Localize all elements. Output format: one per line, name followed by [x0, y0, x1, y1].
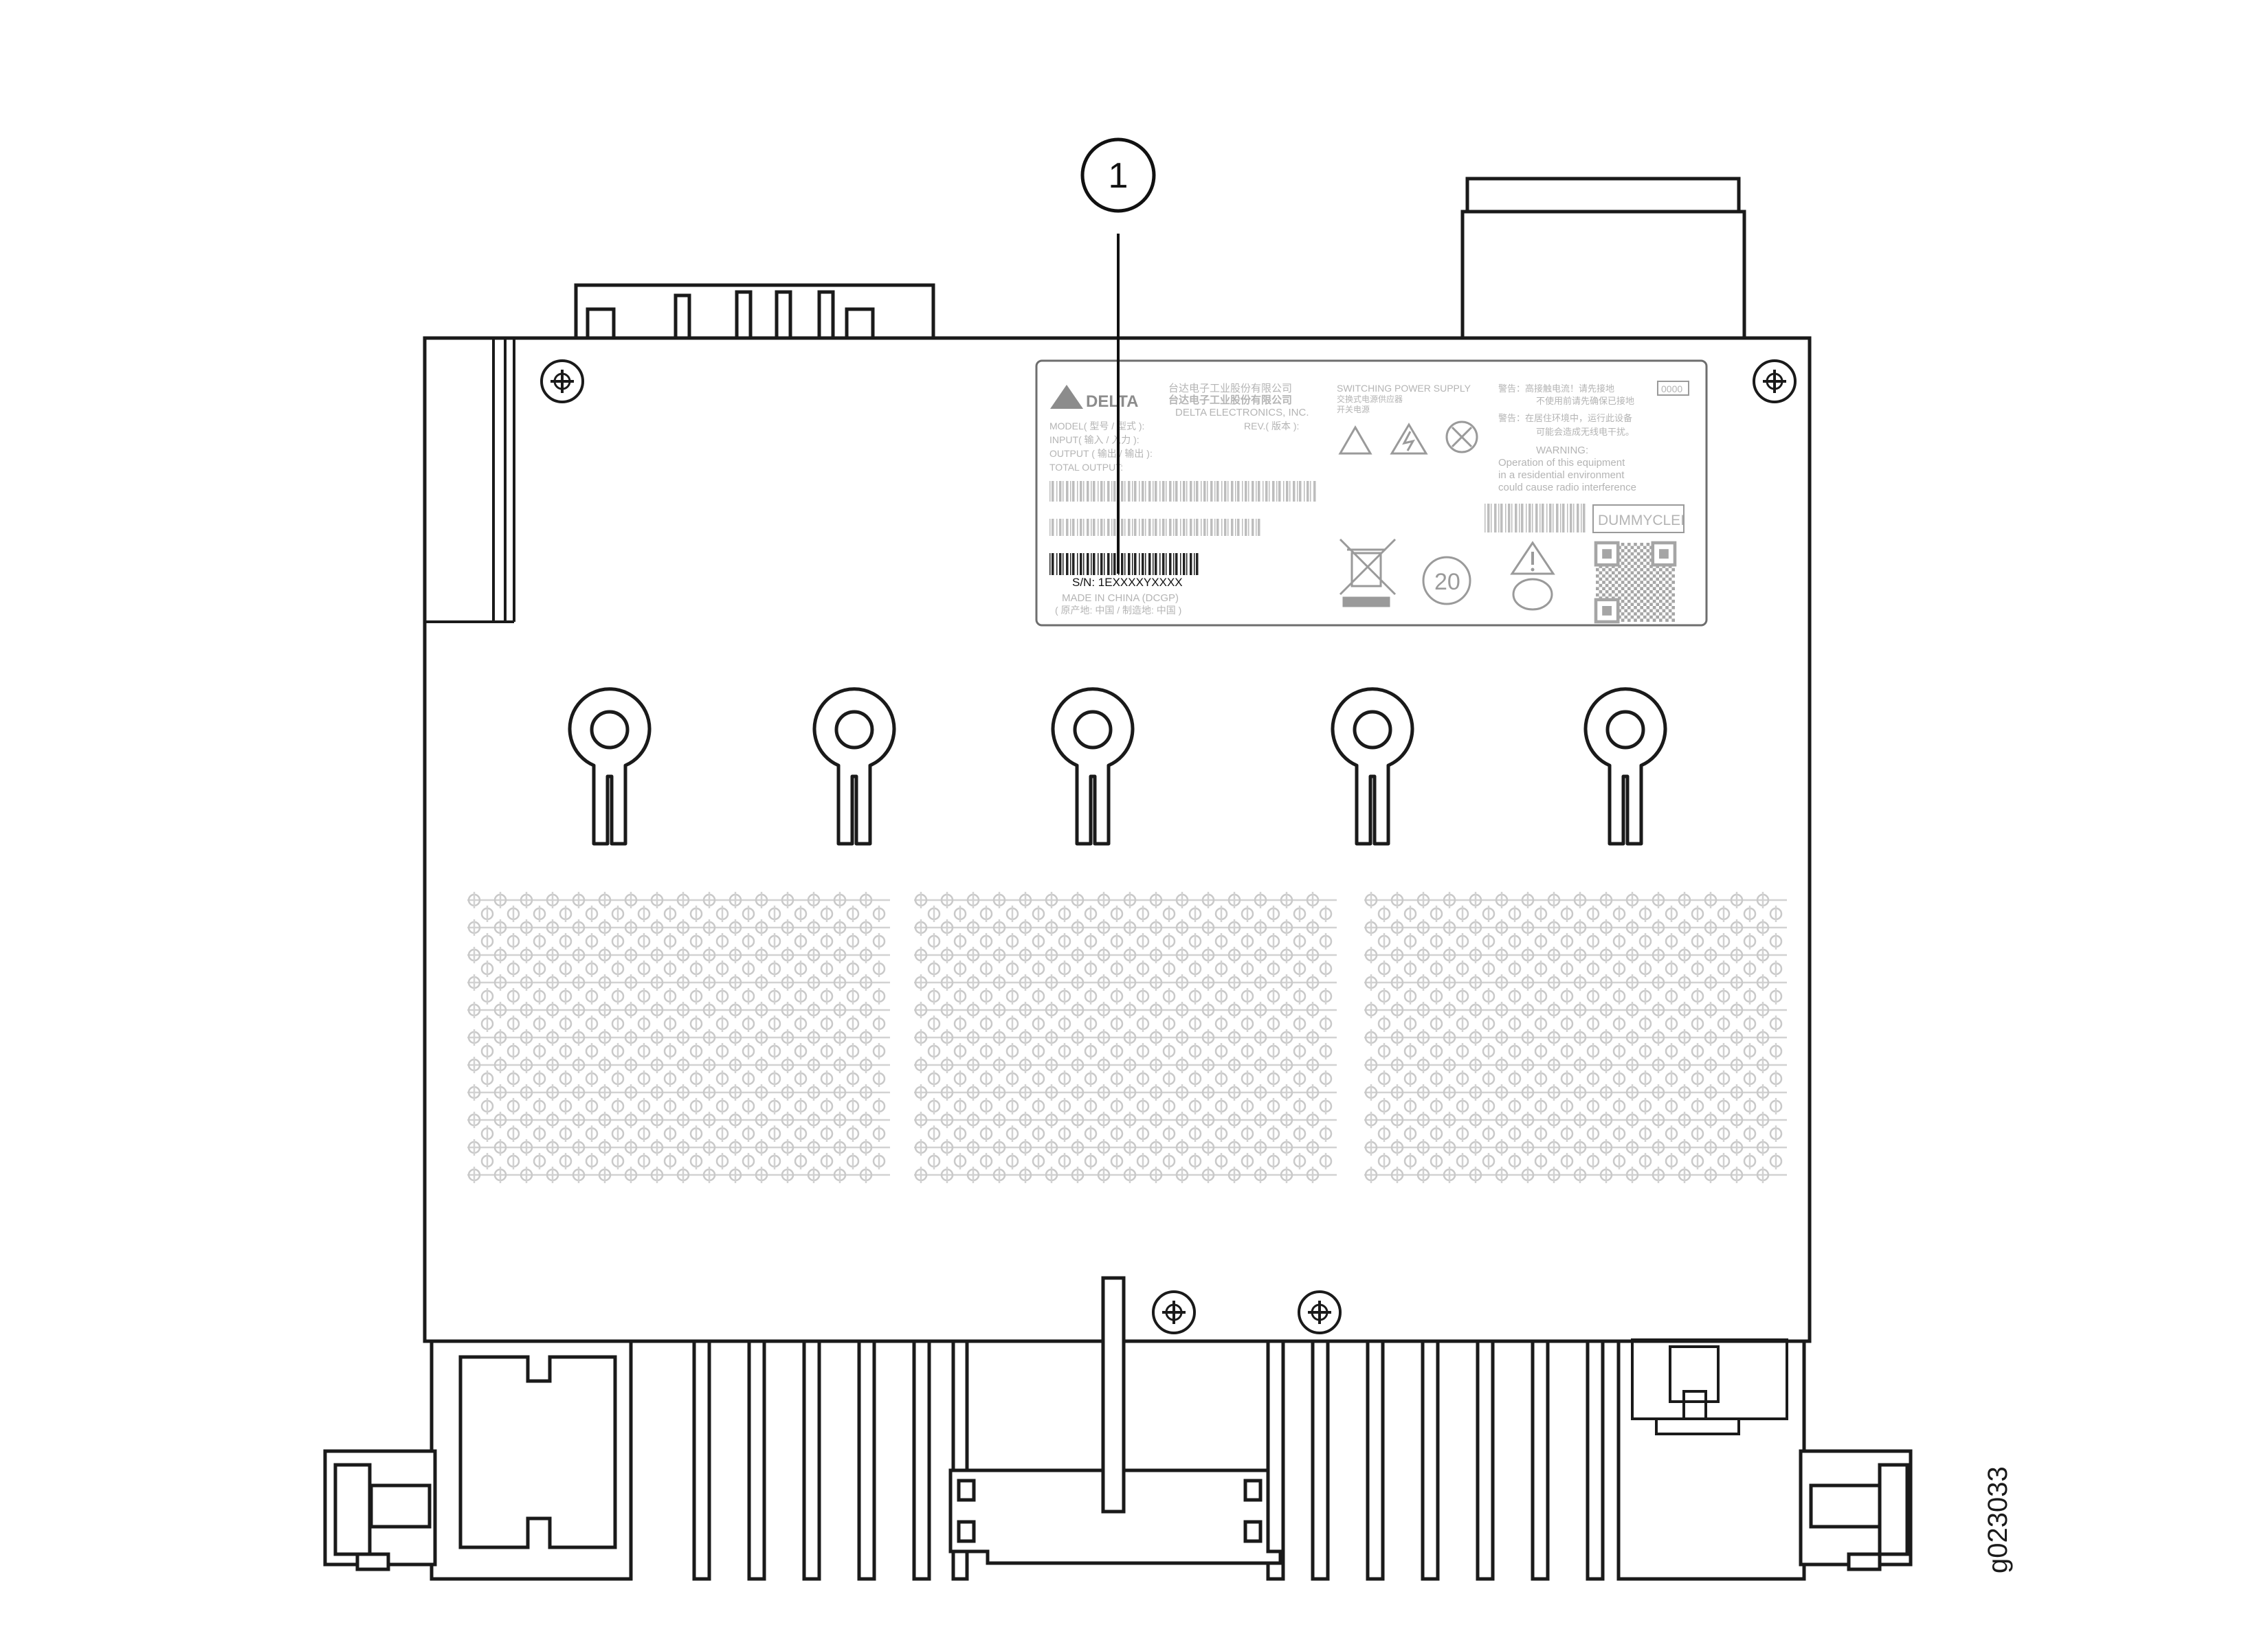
- top-right-connector: [1460, 177, 1746, 346]
- rev-label: REV.( 版本 ):: [1244, 420, 1299, 431]
- ring-mount-4: [1331, 687, 1414, 846]
- serial-barcode: [1049, 553, 1199, 575]
- switching-power-supply: SWITCHING POWER SUPPLY: [1337, 383, 1471, 394]
- warn-cn-1: 警告：高接触电流！请先接地: [1498, 383, 1614, 394]
- vent-grid-2: [914, 892, 1337, 1183]
- vent-grid-3: [1364, 892, 1787, 1183]
- bottom-right-cutout: [1631, 1338, 1788, 1435]
- brand-logo: DELTA: [1086, 392, 1138, 411]
- barcode-faint-2: [1049, 519, 1260, 536]
- barcode-faint-1: [1049, 481, 1316, 502]
- model-label: MODEL( 型号 / 型式 ):: [1049, 420, 1144, 431]
- screw-bottom-center-left-icon: [1152, 1290, 1196, 1334]
- clei-box: [1592, 504, 1685, 533]
- callout-circle: [1080, 137, 1156, 213]
- company-cn-1: 台达电子工业股份有限公司: [1168, 383, 1292, 394]
- ring-mount-5: [1583, 687, 1667, 846]
- qr-code-icon: [1594, 541, 1677, 624]
- total-output-label: TOTAL OUTPUT:: [1049, 462, 1123, 473]
- left-latch: [323, 1449, 437, 1571]
- company-en: DELTA ELECTRONICS, INC.: [1175, 407, 1309, 418]
- figure-id: g023033: [1983, 1466, 2013, 1573]
- product-label: DELTA 台达电子工业股份有限公司 台达电子工业股份有限公司 DELTA EL…: [1035, 359, 1708, 627]
- top-left-connector: [574, 283, 935, 346]
- warn-cn-2: 不使用前请先确保已接地: [1536, 396, 1634, 406]
- warning-text-3: could cause radio interference: [1498, 482, 1636, 493]
- right-latch: [1799, 1449, 1913, 1571]
- box-code: 0000: [1661, 383, 1682, 394]
- warning-heading: WARNING:: [1536, 445, 1588, 456]
- ring-mount-3: [1051, 687, 1135, 846]
- eco-period-icon: 20: [1422, 556, 1471, 605]
- callout-number: 1: [1109, 156, 1129, 196]
- ccc-mark-icon: [1512, 578, 1553, 611]
- warning-text-2: in a residential environment: [1498, 469, 1625, 481]
- warning-text-1: Operation of this equipment: [1498, 457, 1625, 469]
- clei-code: DUMMYCLEI: [1598, 513, 1685, 528]
- input-label: INPUT( 输入 / 入力 ):: [1049, 434, 1139, 445]
- eco-period-number: 20: [1434, 569, 1460, 595]
- center-handle: [948, 1468, 1282, 1565]
- made-in-cn-label: ( 原产地: 中国 / 制造地: 中国 ): [1055, 605, 1181, 616]
- made-in-label: MADE IN CHINA (DCGP): [1062, 592, 1179, 604]
- serial-number: S/N: 1EXXXXYXXXX: [1072, 576, 1183, 589]
- switching-cn-2: 开关电源: [1337, 405, 1370, 414]
- code-box: [1657, 381, 1689, 396]
- switching-cn-1: 交换式电源供应器: [1337, 394, 1403, 404]
- clei-barcode: [1485, 504, 1586, 532]
- warn-cn-4: 可能会造成无线电干扰。: [1536, 427, 1634, 437]
- output-label: OUTPUT ( 输出 / 输出 ):: [1049, 448, 1153, 459]
- delta-logo-icon: [1050, 385, 1083, 409]
- weee-bin-icon: [1339, 538, 1397, 607]
- company-cn-2: 台达电子工业股份有限公司: [1168, 394, 1292, 406]
- screw-top-left-icon: [540, 359, 584, 403]
- warning-triangle-icon: [1338, 425, 1372, 455]
- ring-mount-2: [812, 687, 896, 846]
- warn-cn-3: 警告：在居住环境中，运行此设备: [1498, 413, 1632, 423]
- no-disassemble-icon: [1445, 420, 1478, 453]
- ring-mount-1: [568, 687, 652, 846]
- high-voltage-icon: [1390, 423, 1428, 455]
- vent-grid-1: [467, 892, 890, 1183]
- left-rail: [425, 338, 515, 623]
- center-slot: [1101, 1276, 1126, 1514]
- caution-icon: [1510, 541, 1555, 575]
- bottom-left-cutout: [458, 1355, 617, 1549]
- screw-bottom-center-right-icon: [1298, 1290, 1342, 1334]
- callout-1: 1: [1080, 137, 1156, 574]
- screw-top-right-icon: [1753, 359, 1797, 403]
